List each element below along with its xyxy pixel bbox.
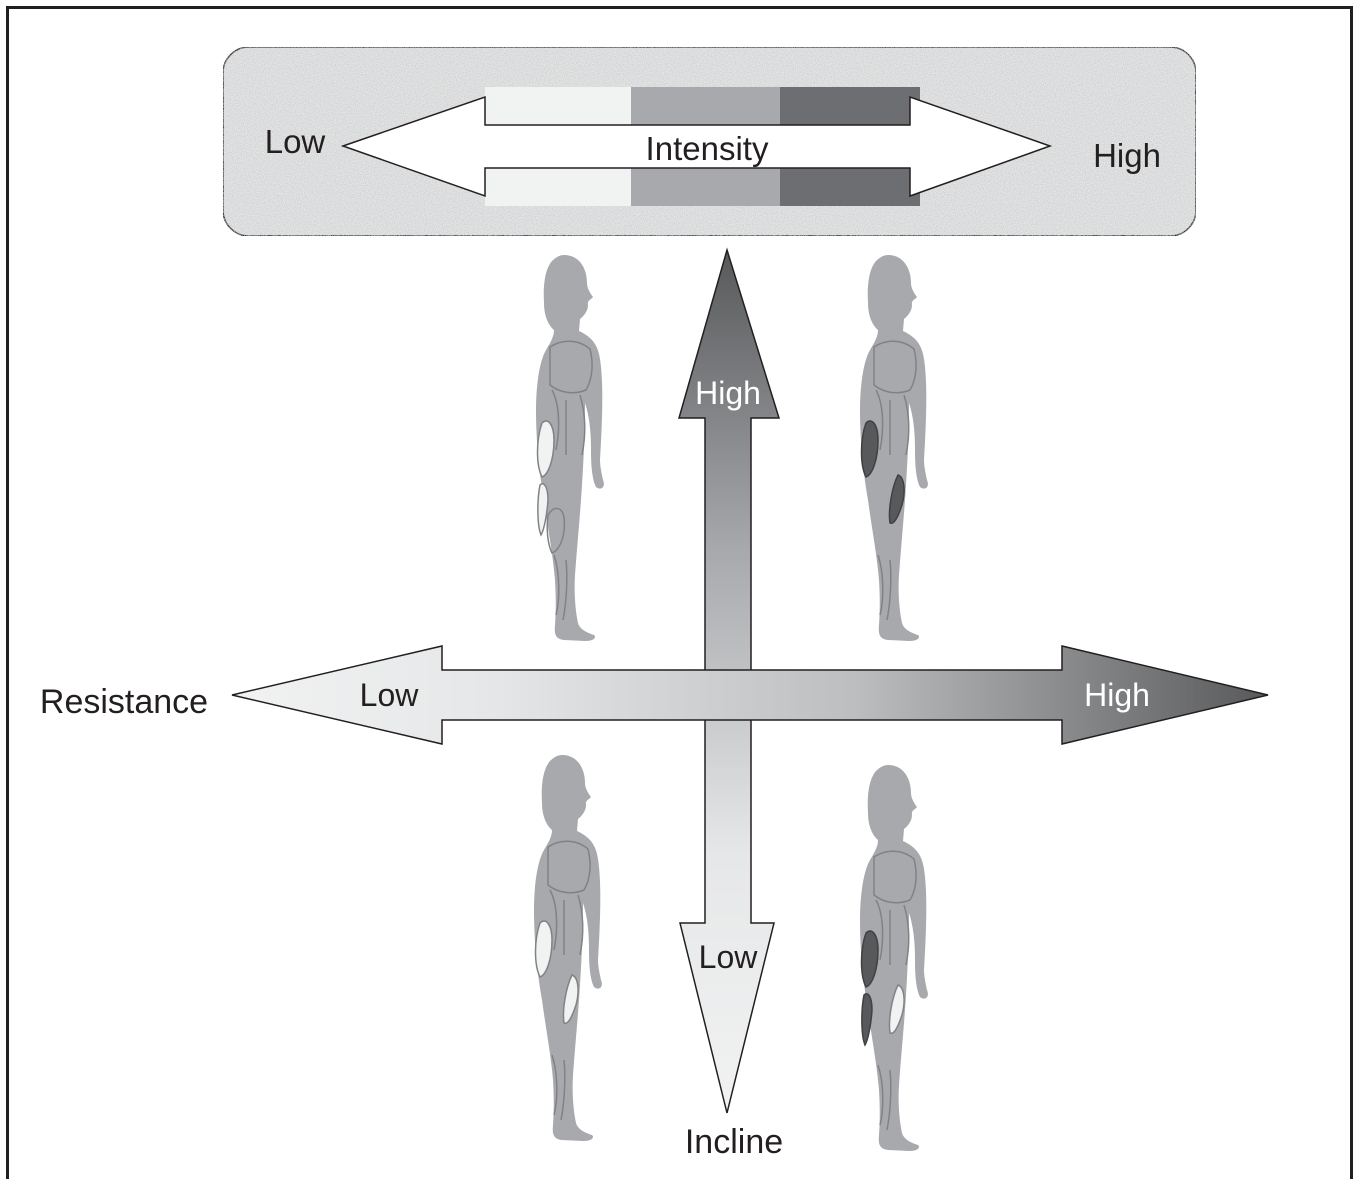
incline-title: Incline bbox=[685, 1123, 783, 1161]
intensity-bar-segment-medium bbox=[631, 168, 780, 206]
resistance-high-label: High bbox=[1084, 677, 1150, 713]
intensity-panel: Intensity Low High bbox=[222, 46, 1197, 237]
figure-glute-highlight bbox=[536, 420, 555, 478]
figure-quad-highlight bbox=[562, 974, 579, 1025]
intensity-bar-top bbox=[485, 87, 920, 125]
intensity-title: Intensity bbox=[646, 130, 769, 167]
figure-bottom-right bbox=[860, 765, 928, 1151]
figure-muscle-outlines bbox=[546, 340, 593, 621]
figure-hamstring-highlight bbox=[537, 483, 549, 537]
intensity-bar-segment-dark bbox=[780, 87, 920, 125]
figure-glute-highlight bbox=[860, 420, 879, 478]
intensity-bar-segment-medium bbox=[631, 87, 780, 125]
figure-muscle-outlines bbox=[547, 840, 591, 1121]
figure-hamstring-highlight bbox=[861, 993, 873, 1047]
resistance-arrow bbox=[231, 645, 1269, 745]
resistance-title: Resistance bbox=[40, 683, 208, 721]
intensity-high-label: High bbox=[1093, 137, 1161, 174]
intensity-low-label: Low bbox=[265, 123, 326, 160]
figure-quad-highlight bbox=[888, 474, 905, 525]
intensity-bar-bottom bbox=[485, 168, 920, 206]
resistance-low-label: Low bbox=[360, 677, 420, 713]
figure-top-left bbox=[536, 255, 604, 641]
figure-top-right bbox=[860, 255, 928, 641]
incline-low-label: Low bbox=[699, 939, 759, 975]
incline-high-label: High bbox=[695, 375, 761, 411]
figure-glute-highlight bbox=[860, 930, 879, 988]
figure-quad-highlight bbox=[888, 984, 905, 1035]
figure-glute-highlight bbox=[534, 920, 553, 978]
intensity-bar-segment-dark bbox=[780, 168, 920, 206]
figure-muscle-outlines bbox=[873, 850, 917, 1131]
intensity-bar-segment-light bbox=[485, 87, 631, 125]
figure-muscle-outlines bbox=[873, 340, 917, 621]
figure-bottom-left bbox=[534, 755, 602, 1141]
intensity-double-arrow bbox=[340, 95, 1053, 198]
intensity-bar-segment-light bbox=[485, 168, 631, 206]
